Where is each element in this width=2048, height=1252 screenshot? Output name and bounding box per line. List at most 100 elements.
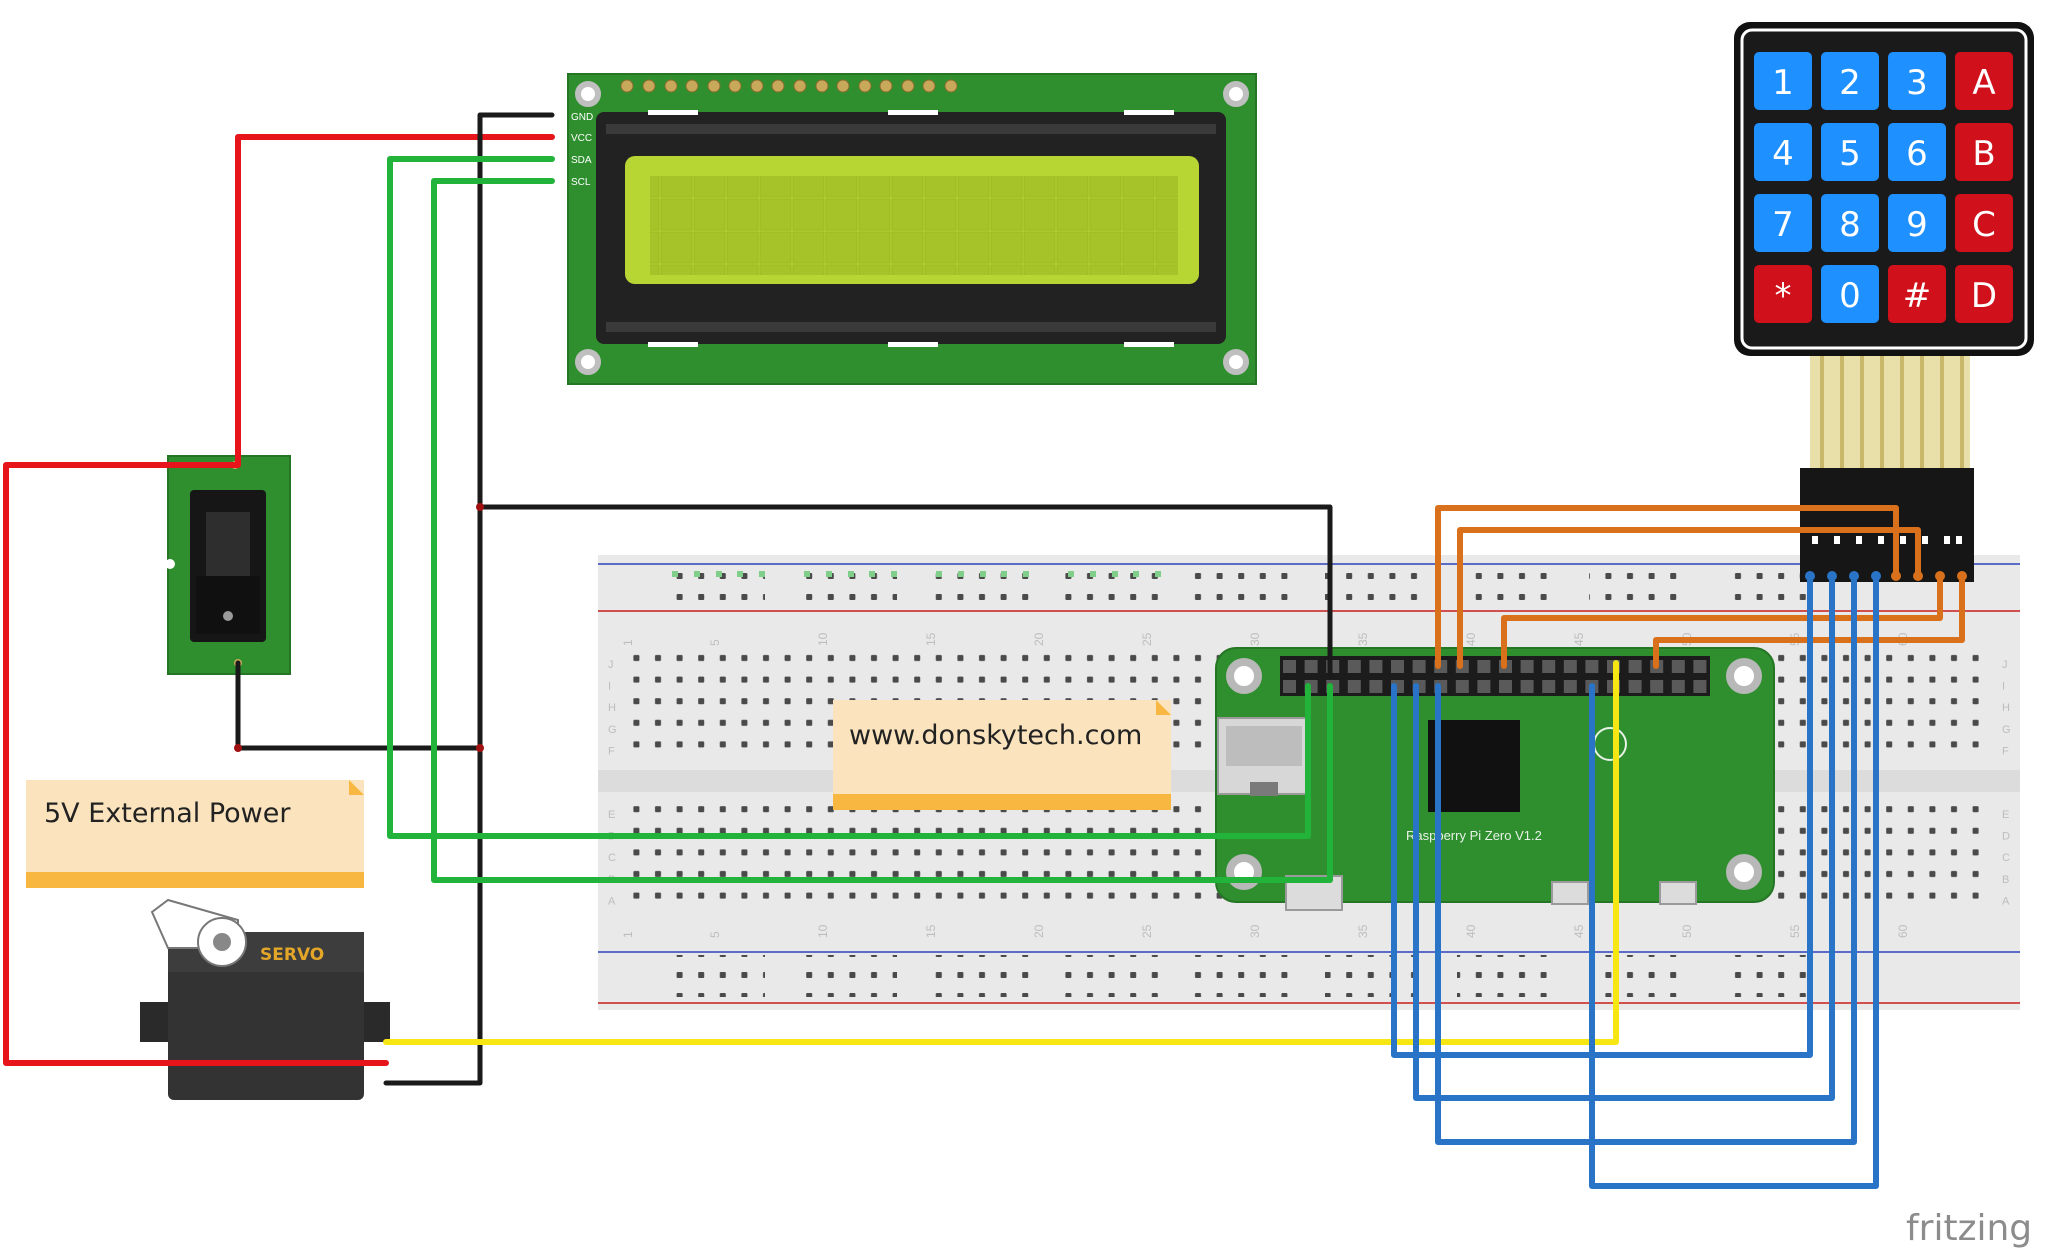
- breadboard-row-letter: J: [2002, 659, 2008, 671]
- gpio-pin: [1671, 660, 1685, 673]
- wire-blue-4: [1589, 573, 1879, 1189]
- breadboard-column-number: 1: [621, 639, 635, 646]
- servo-label: SERVO: [260, 945, 324, 965]
- breadboard-column-number: 25: [1140, 632, 1154, 646]
- breadboard-column-number: 35: [1356, 632, 1370, 646]
- keypad-key: [1821, 265, 1879, 323]
- keypad-key-label: B: [1972, 134, 1995, 174]
- breadboard-column-number: 15: [924, 632, 938, 646]
- keypad-key: [1888, 194, 1946, 252]
- raspberry-pi-zero: Raspberry Pi Zero V1.2: [1215, 647, 1775, 911]
- breadboard-row-letter: C: [608, 852, 616, 864]
- wire-orange-1: [1435, 505, 1899, 669]
- lcd-pin-scl: SCL: [571, 177, 591, 188]
- wire-yellow-signal: [383, 660, 1619, 1045]
- servo: SERVO: [140, 898, 390, 1100]
- gpio-pin: [1283, 680, 1296, 693]
- breadboard-column-number: 55: [1788, 924, 1802, 938]
- breadboard-row-letter: G: [2002, 724, 2011, 736]
- keypad-key: [1888, 123, 1946, 181]
- gpio-pin: [1693, 680, 1707, 693]
- keypad-key-label: 0: [1839, 276, 1861, 316]
- wires: [3, 112, 1967, 1189]
- breadboard-column-number: 25: [1140, 924, 1154, 938]
- breadboard-column-number: 20: [1032, 632, 1046, 646]
- breadboard-column-number: 50: [1680, 924, 1694, 938]
- gpio-pin: [1650, 680, 1664, 693]
- gpio-pin: [1520, 680, 1534, 693]
- gpio-pin: [1563, 660, 1577, 673]
- breadboard-row-letter: E: [2002, 809, 2009, 821]
- gpio-pin: [1455, 680, 1469, 693]
- keypad-key-label: 9: [1906, 205, 1928, 245]
- keypad-key-label: 3: [1906, 63, 1928, 103]
- breadboard-row-letter: I: [608, 681, 611, 693]
- wire-green-sda: [387, 156, 1311, 839]
- breadboard-row-letter: E: [608, 809, 615, 821]
- breadboard-column-number: 15: [924, 924, 938, 938]
- keypad-key-label: #: [1903, 276, 1932, 316]
- breadboard-column-number: 60: [1896, 924, 1910, 938]
- gpio-pin: [1693, 660, 1707, 673]
- breadboard-row-letter: G: [608, 724, 617, 736]
- gpio-pin: [1304, 660, 1318, 673]
- breadboard-row-letter: F: [2002, 745, 2009, 757]
- wire-red-vcc: [235, 134, 555, 468]
- wire-red-servo: [3, 462, 389, 1066]
- breadboard-column-number: 40: [1464, 924, 1478, 938]
- breadboard-column-number: 45: [1572, 632, 1586, 646]
- gpio-pin: [1563, 680, 1577, 693]
- note-power: 5V External Power: [26, 780, 364, 888]
- breadboard-column-number: 45: [1572, 924, 1586, 938]
- keypad-key: [1754, 123, 1812, 181]
- wire-blue-1: [1391, 573, 1813, 1058]
- breadboard-column-number: 10: [816, 924, 830, 938]
- lcd-pin-vcc: VCC: [571, 133, 592, 144]
- keypad-key-label: 2: [1839, 63, 1861, 103]
- breadboard-column-number: 20: [1032, 924, 1046, 938]
- keypad-key-label: C: [1972, 205, 1996, 245]
- fritzing-logo: fritzing: [1906, 1208, 2032, 1249]
- keypad-key: [1955, 265, 2013, 323]
- wire-black-gnd-jack: [235, 660, 483, 751]
- keypad-key: [1821, 52, 1879, 110]
- keypad-key-label: 5: [1839, 134, 1861, 174]
- gpio-pin: [1499, 680, 1512, 693]
- keypad-key: [1754, 265, 1812, 323]
- gpio-pin: [1520, 660, 1534, 673]
- breadboard-row-letter: H: [2002, 702, 2010, 714]
- pi-board-label: Raspberry Pi Zero V1.2: [1406, 828, 1542, 843]
- breadboard-row-letter: J: [608, 659, 614, 671]
- keypad-key-label: 8: [1839, 205, 1861, 245]
- lcd-pin-sda: SDA: [571, 155, 592, 166]
- keypad-key: [1955, 52, 2013, 110]
- gpio-pin: [1477, 660, 1491, 673]
- gpio-pin: [1671, 680, 1685, 693]
- keypad-key: [1754, 52, 1812, 110]
- breadboard-row-letter: B: [2002, 874, 2009, 886]
- power-note-text: 5V External Power: [44, 798, 291, 829]
- power-jack: [165, 455, 291, 675]
- breadboard-column-number: 5: [708, 931, 722, 938]
- top-rail-holes: [665, 566, 1821, 608]
- keypad-key: [1955, 123, 2013, 181]
- keypad-key-label: A: [1972, 63, 1995, 103]
- keypad-key: [1955, 194, 2013, 252]
- wire-green-scl: [431, 178, 1333, 883]
- lcd-module: GND VCC SDA SCL: [567, 73, 1257, 385]
- gpio-pin: [1283, 660, 1296, 673]
- keypad-key-label: 4: [1772, 134, 1794, 174]
- gpio-pin: [1585, 660, 1599, 673]
- lcd-pin-gnd: GND: [571, 112, 593, 123]
- gpio-pin: [1542, 680, 1556, 693]
- gpio-pin: [1542, 660, 1556, 673]
- keypad-key-label: 6: [1906, 134, 1928, 174]
- breadboard-row-letter: C: [2002, 852, 2010, 864]
- breadboard-row-letter: A: [608, 895, 616, 907]
- breadboard-row-letter: F: [608, 745, 615, 757]
- breadboard-column-number: 30: [1248, 632, 1262, 646]
